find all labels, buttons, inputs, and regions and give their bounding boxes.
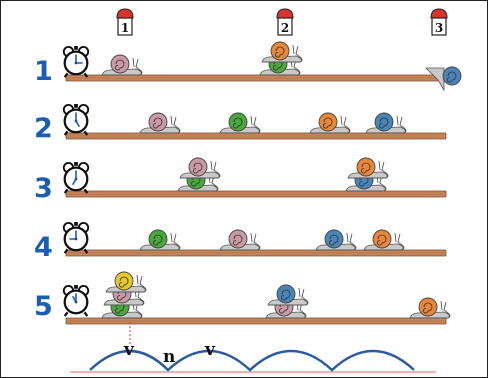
row-number-5: 5 xyxy=(34,291,53,322)
snail-blue-retracted xyxy=(425,66,462,92)
row-boards xyxy=(65,74,447,325)
alarm-clocks xyxy=(62,46,90,317)
row-number-1: 1 xyxy=(34,56,53,87)
start-position-markers: 1 2 3 xyxy=(116,8,448,36)
position-label: 1 xyxy=(121,21,129,35)
wave-label-peak-2: v xyxy=(204,340,216,360)
alarm-clock-icon xyxy=(62,285,90,317)
board-row-4 xyxy=(65,249,447,257)
position-label: 2 xyxy=(281,21,289,35)
snail-stack-blue-orange xyxy=(345,157,389,192)
wave-curve xyxy=(89,349,415,372)
alarm-clock-icon xyxy=(62,46,90,78)
position-label: 3 xyxy=(435,21,443,35)
alarm-clock-icon xyxy=(62,222,90,254)
position-marker-1: 1 xyxy=(116,8,134,36)
board-row-1 xyxy=(65,74,447,82)
position-marker-3: 3 xyxy=(430,8,448,36)
snail-blue xyxy=(365,112,407,134)
snail-pink xyxy=(179,157,221,179)
row-number-4: 4 xyxy=(34,232,53,263)
snail-stack-green-pink-yellow xyxy=(101,271,147,319)
wave-label-peak-1: v xyxy=(123,340,135,360)
alarm-clock-icon xyxy=(62,104,90,136)
snail-orange xyxy=(347,157,389,179)
row-number-3: 3 xyxy=(34,173,53,204)
board-row-3 xyxy=(65,190,447,198)
snail-pink xyxy=(219,229,261,251)
alarm-clock-icon xyxy=(62,162,90,194)
snail-pink xyxy=(101,54,143,76)
snail-blue xyxy=(315,229,357,251)
wave-label-trough: n xyxy=(163,347,175,367)
snail-green xyxy=(139,229,181,251)
wave-diagram: v n v xyxy=(70,322,436,373)
snail-stack-pink-blue xyxy=(265,284,309,319)
board-row-2 xyxy=(65,132,447,140)
row-number-2: 2 xyxy=(34,113,53,144)
snail-green xyxy=(219,112,261,134)
snail-orange xyxy=(309,112,351,134)
position-marker-2: 2 xyxy=(276,8,294,36)
snail-orange xyxy=(261,41,303,63)
snails xyxy=(101,41,462,319)
board-row-5 xyxy=(65,317,447,325)
snail-orange xyxy=(363,229,405,251)
snail-pink xyxy=(139,112,181,134)
snail-yellow xyxy=(105,271,147,293)
snail-stack-green-orange xyxy=(259,41,303,76)
snail-blue xyxy=(267,284,309,306)
snail-stack-green-pink xyxy=(177,157,221,192)
snail-orange xyxy=(409,297,451,319)
